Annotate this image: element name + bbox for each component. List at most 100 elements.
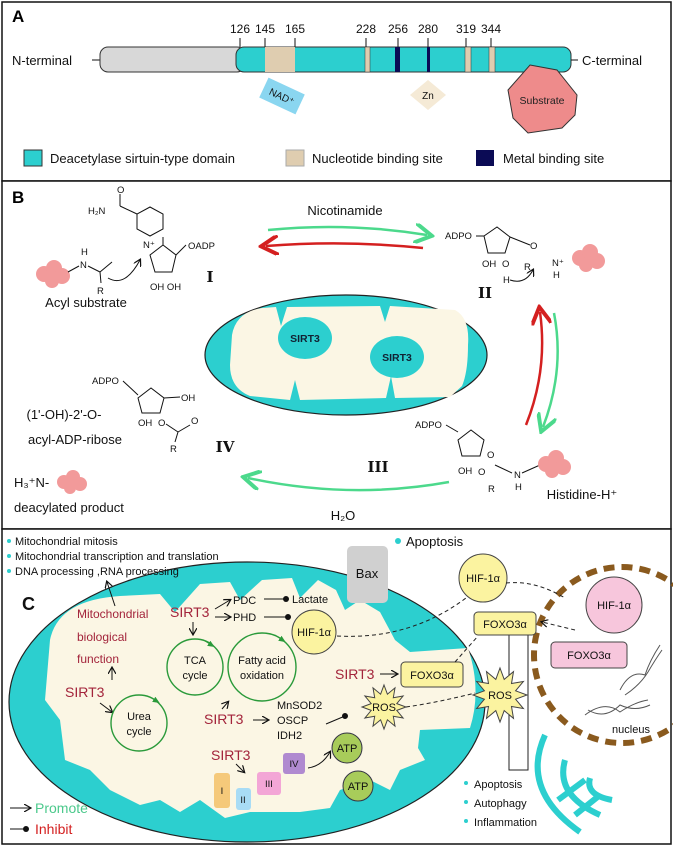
step-iv: IV [216, 438, 235, 456]
mito-ros-star [360, 683, 408, 731]
tca-cycle-label: TCA [184, 655, 207, 667]
nuclear-hif1a-label: HIF-1α [597, 600, 632, 612]
nad-binding-box: NAD⁺ [259, 77, 305, 115]
target-mnsod2: MnSOD2 [277, 700, 322, 712]
chem-r: R [170, 444, 177, 455]
nucleotide-site-344 [488, 46, 496, 73]
cytosolic-foxo3a [473, 611, 537, 636]
n-terminal-region [99, 46, 246, 73]
inhibit-label: Inhibit [35, 821, 72, 837]
function-item: DNA processing ,RNA processing [15, 566, 179, 578]
step-i: I [206, 268, 213, 286]
sirt3-label: SIRT3 [382, 352, 412, 364]
fatty-acid-oxidation-cycle: Fatty acid oxidation [227, 632, 297, 702]
outcomes-list: Apoptosis Autophagy Inflammation [464, 779, 537, 829]
position-ticks: 126 145 165 228 256 280 319 344 [230, 22, 501, 47]
complex-iii [257, 772, 281, 795]
sirt3-enzyme [278, 317, 332, 359]
zinc-diamond [410, 80, 446, 110]
panel-b: B SIRT3 SIRT3 Nicotinamide H₂O I II III … [1, 180, 672, 530]
mito-function-line2: biological [77, 630, 127, 644]
arrow-to-atp [307, 752, 330, 769]
legend-domain: Deacetylase sirtuin-type domain [50, 151, 235, 166]
histidine-label: Histidine-H⁺ [547, 487, 617, 502]
sirt3-enzyme [370, 336, 424, 378]
complex-iii-label: III [265, 779, 273, 790]
tca-cycle: TCA cycle [166, 638, 224, 696]
step-ii: II [478, 284, 492, 302]
complex-iv-label: IV [290, 759, 300, 770]
chem-r: R [488, 484, 495, 495]
chem-o: O [487, 450, 494, 461]
chem-h: H [553, 270, 560, 281]
acyl-substrate-label: Acyl substrate [45, 295, 127, 310]
outcome-item: Inflammation [474, 817, 537, 829]
mitochondrial-functions-list: Mitochondrial mitosis Mitochondrial tran… [7, 536, 219, 578]
bullet [395, 538, 401, 544]
compound-iii: ADPO O OH O R N H Histidine-H⁺ [415, 420, 617, 502]
panel-b-label: B [12, 188, 24, 207]
function-item: Mitochondrial mitosis [15, 536, 118, 548]
panel-a-label: A [12, 7, 24, 26]
legend-swatch-domain [23, 149, 43, 167]
mitochondrion-b: SIRT3 SIRT3 [204, 294, 488, 416]
panel-c-label: C [22, 594, 35, 614]
legend-nucleotide: Nucleotide binding site [312, 151, 443, 166]
mito-function-line3: function [77, 652, 119, 666]
bax-label: Bax [356, 566, 379, 581]
panel-a-legend: Deacetylase sirtuin-type domain Nucleoti… [23, 149, 604, 167]
zinc-label: Zn [422, 91, 434, 102]
chem-o: O [502, 259, 509, 270]
cytosolic-foxo3a-label: FOXO3α [483, 619, 527, 631]
sirt3-label: SIRT3 [290, 333, 320, 345]
legend-swatch-metal [476, 150, 494, 166]
cytosolic-ros-label: ROS [488, 690, 512, 702]
chem-o: O [191, 416, 198, 427]
mito-foxo3a [400, 661, 464, 688]
complex-iv [283, 753, 305, 774]
outcome-item: Autophagy [474, 798, 527, 810]
chem-h: H [503, 275, 510, 286]
chem-adpo: ADPO [445, 231, 472, 242]
lactate-label: Lactate [292, 594, 328, 606]
tca-cycle-label: cycle [182, 670, 207, 682]
mito-foxo3a-label: FOXO3α [410, 670, 454, 682]
c-terminal-label: C-terminal [582, 53, 642, 68]
legend-metal: Metal binding site [503, 151, 604, 166]
chem-oadp: OADP [188, 241, 215, 252]
chem-n-plus: N⁺ [143, 240, 155, 251]
panel-a: A N-terminal C-terminal 126 145 165 228 … [1, 1, 672, 182]
reverse-arrow-ii-i [266, 243, 424, 248]
panel-c: nucleus HIF-1α FOXO3α C Mitochondrial mi… [1, 528, 673, 845]
sirt3-label: SIRT3 [204, 711, 244, 727]
dashed-translocation-lines [336, 582, 576, 708]
intermediate-iv-line2: acyl-ADP-ribose [28, 432, 122, 447]
arrow-sirt3-pdc [214, 600, 230, 610]
substrate-shape [507, 64, 578, 134]
chem-h: H [515, 482, 522, 493]
chem-o: O [478, 467, 485, 478]
apoptosis-top-label: Apoptosis [406, 534, 464, 549]
atp-label: ATP [348, 781, 369, 793]
chem-r: R [97, 286, 104, 297]
forward-arrow-i-ii [267, 227, 427, 235]
complex-ii-label: II [240, 795, 245, 806]
inhibit-targets-ros [325, 713, 348, 725]
substrate-label: Substrate [520, 95, 565, 107]
nuclear-hif1a [585, 576, 643, 634]
sirt3-label: SIRT3 [335, 666, 375, 682]
complex-i-label: I [221, 786, 224, 797]
sirt3-label: SIRT3 [211, 747, 251, 763]
chem-oh: OH [181, 393, 195, 404]
bax-protein [347, 546, 388, 603]
chem-n-plus: N⁺ [552, 258, 564, 269]
mito-ros-label: ROS [372, 702, 396, 714]
urea-cycle: Urea cycle [110, 694, 168, 752]
compound-ii: ADPO O OH O H R N⁺ H [445, 226, 605, 286]
cytosolic-hif1a [458, 553, 508, 603]
chem-o: O [117, 185, 124, 196]
atp-molecule [331, 732, 363, 764]
position-label: 145 [255, 22, 275, 36]
position-label: 256 [388, 22, 408, 36]
